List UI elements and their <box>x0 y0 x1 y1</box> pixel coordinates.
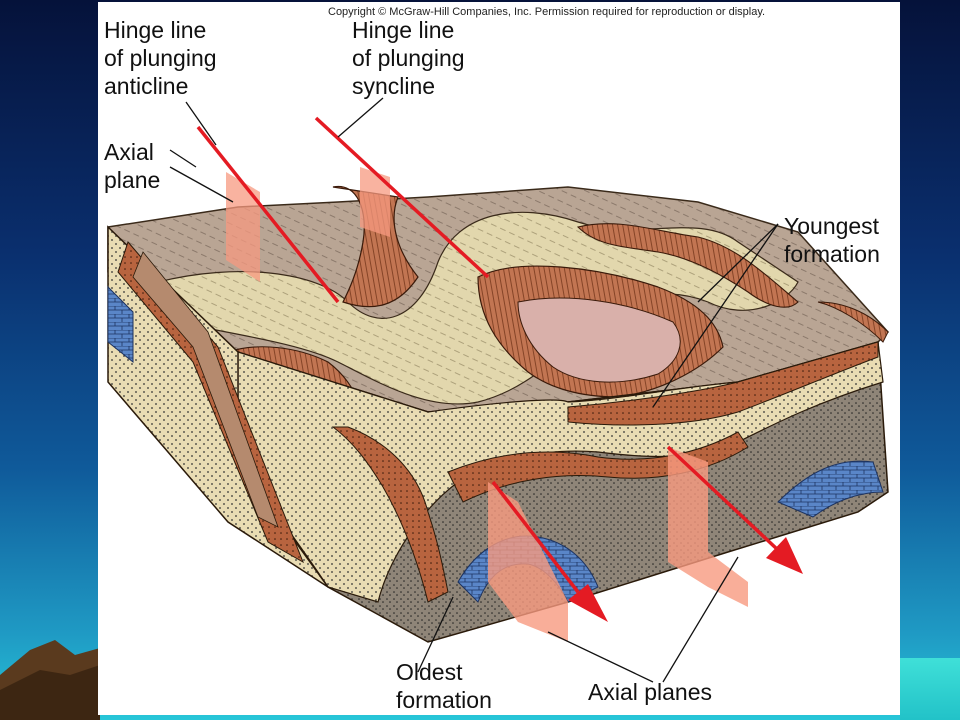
axial-plane-anticline <box>226 172 260 282</box>
label-hinge-syncline: Hinge line of plunging syncline <box>352 17 465 99</box>
label-youngest-formation: Youngest formation <box>784 213 880 267</box>
copyright-notice: Copyright © McGraw-Hill Companies, Inc. … <box>328 6 766 18</box>
hinge-line-anticline <box>196 125 340 304</box>
top-surface <box>107 185 890 428</box>
label-axial-planes: Axial planes <box>588 679 713 705</box>
hinge-line-syncline <box>314 116 490 279</box>
axial-plane-syncline-top <box>360 167 390 237</box>
fold-block-diagram <box>107 97 890 683</box>
label-hinge-anticline: Hinge line of plunging anticline <box>104 17 217 99</box>
front-face <box>237 341 889 643</box>
hinge-arrow-front-left <box>491 480 608 622</box>
axial-plane-front-right <box>668 447 748 607</box>
figure-panel: Copyright © McGraw-Hill Companies, Inc. … <box>98 2 900 715</box>
hinge-arrow-front-right <box>666 445 803 574</box>
label-oldest-formation: Oldest formation <box>396 659 492 713</box>
mountain-silhouette <box>0 640 100 720</box>
label-axial-plane: Axial plane <box>104 139 161 193</box>
leader-lines <box>169 97 779 683</box>
axial-plane-front-left <box>488 482 568 642</box>
left-face <box>107 225 329 588</box>
teal-accent <box>900 658 960 720</box>
